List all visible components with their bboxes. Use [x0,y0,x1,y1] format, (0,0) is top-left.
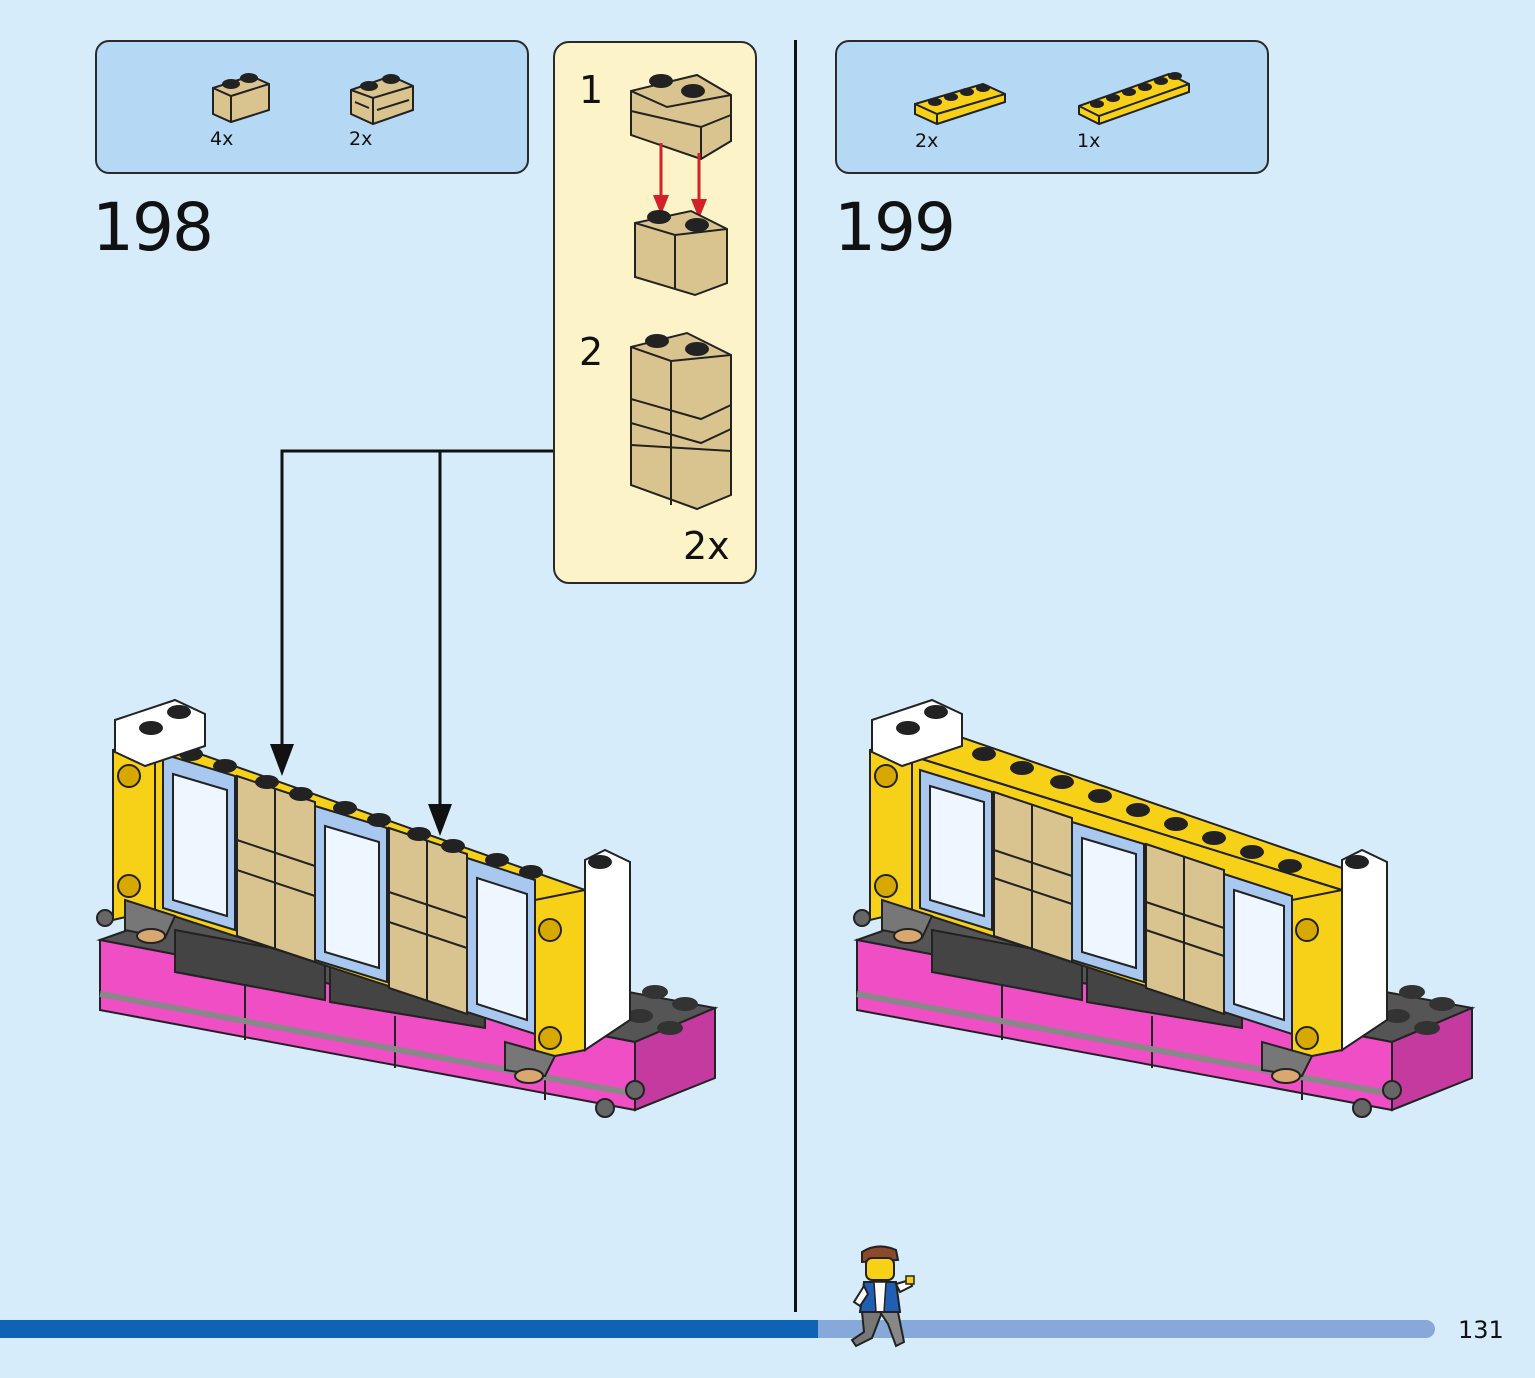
model-assembly-199 [853,698,1476,1118]
subassembly-multiplier: 2x [683,524,730,568]
tan-brick-1x2-masonry-icon [350,74,414,126]
yellow-plate-1x4-icon [914,82,1006,126]
part-qty: 2x [915,130,939,152]
tan-brick-round-icon [634,209,728,297]
subassembly-callout: 1 2 2x [553,41,757,584]
minifigure-icon [850,1245,915,1348]
substep-number: 1 [579,68,604,112]
tan-brick-masonry-icon [630,73,732,161]
step-divider [794,40,797,1312]
step-number-199: 199 [834,189,956,266]
progress-fill [0,1320,818,1338]
tan-brick-1x2-round-icon [212,73,270,124]
yellow-plate-1x6-icon [1078,72,1190,126]
part-qty: 4x [210,128,234,150]
model-assembly-198 [96,698,719,1118]
red-arrow-icon [653,143,707,219]
substep-number: 2 [579,330,604,374]
parts-callout-199: 2x 1x [835,40,1269,174]
step-number-198: 198 [92,189,214,266]
page-number: 131 [1458,1316,1504,1344]
tan-brick-stack-icon [630,331,732,511]
part-qty: 1x [1077,130,1101,152]
part-qty: 2x [349,128,373,150]
parts-callout-198: 4x 2x [95,40,529,174]
